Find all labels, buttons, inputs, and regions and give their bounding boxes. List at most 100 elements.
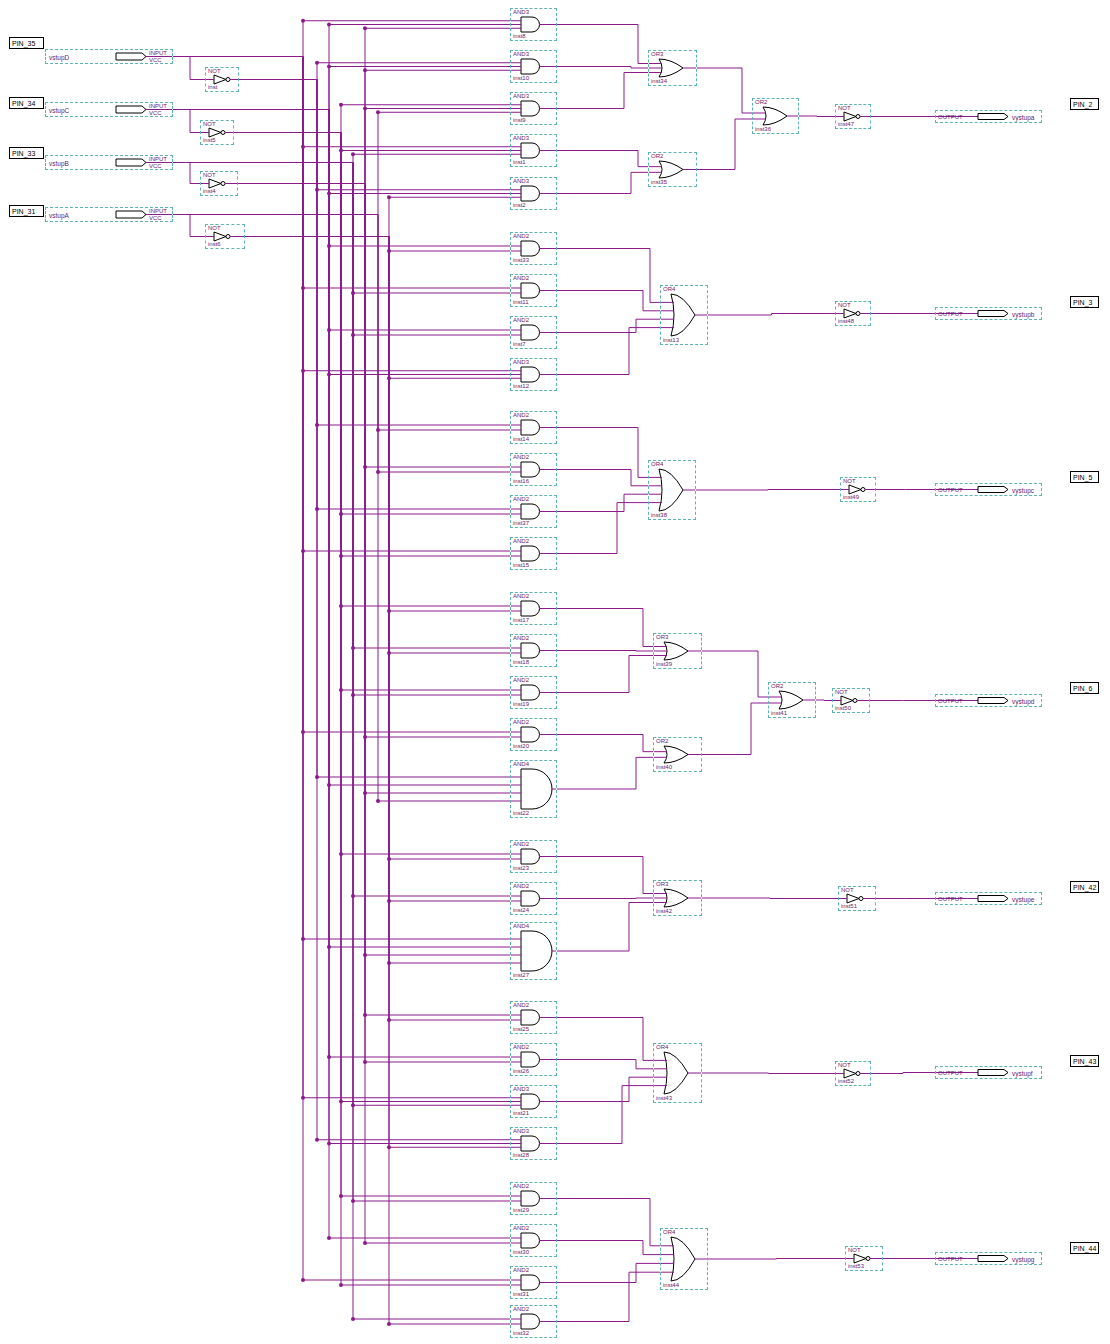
not-gate: NOTinst53: [845, 1246, 883, 1271]
wire: [173, 57, 510, 1281]
instance-name: inst13: [663, 337, 679, 344]
instance-name: inst22: [513, 810, 529, 817]
junction-dot: [301, 1278, 305, 1282]
junction-dot: [387, 857, 391, 861]
wire: [557, 1272, 660, 1321]
wire: [876, 898, 935, 899]
wire: [173, 110, 510, 375]
instance-name: inst25: [513, 1026, 529, 1033]
junction-dot: [363, 68, 367, 72]
signal-name: vstupA: [49, 212, 69, 219]
signal-name: vstupB: [49, 160, 69, 167]
or-gate: OR2inst41: [768, 682, 816, 718]
junction-dot: [327, 945, 331, 949]
pin-name: PIN_35: [12, 39, 35, 48]
gate-type: AND4: [513, 761, 529, 768]
junction-dot: [351, 1103, 355, 1107]
junction-dot: [339, 103, 343, 107]
wire: [239, 80, 510, 190]
port-type: INPUT: [149, 103, 167, 110]
gate-type: NOT: [841, 887, 854, 894]
wire: [876, 489, 935, 490]
junction-dot: [339, 512, 343, 516]
wire: [238, 184, 510, 794]
junction-dot: [363, 107, 367, 111]
instance-name: inst43: [656, 1095, 672, 1102]
wire: [245, 237, 510, 379]
and-gate: AND2inst15: [510, 537, 557, 570]
gate-type: OR3: [651, 51, 663, 58]
wire: [234, 133, 510, 1197]
and-gate: AND2inst33: [510, 232, 557, 265]
junction-dot: [315, 188, 319, 192]
junction-dot: [351, 291, 355, 295]
instance-name: inst14: [513, 436, 529, 443]
gate-type: AND3: [513, 9, 529, 16]
gate-type: OR2: [755, 99, 767, 106]
instance-name: inst4: [203, 188, 216, 195]
port-default: VCC: [149, 215, 162, 222]
signal-name: vystupa: [1012, 114, 1034, 121]
wire: [557, 650, 653, 652]
or-gate: OR3inst34: [648, 50, 697, 86]
pin-box: PIN_43: [1070, 1055, 1099, 1067]
instance-name: inst32: [513, 1330, 529, 1337]
wire: [238, 28, 510, 183]
not-gate: NOTinst5: [200, 120, 234, 145]
junction-dot: [327, 1055, 331, 1059]
instance-name: inst10: [513, 75, 529, 82]
junction-dot: [351, 1317, 355, 1321]
output-port: OUTPUTvystupe: [935, 892, 1042, 905]
instance-name: inst41: [771, 710, 787, 717]
and-gate: AND2inst32: [510, 1305, 557, 1338]
instance-name: inst1: [513, 159, 526, 166]
pin-box: PIN_2: [1070, 98, 1099, 110]
wire: [799, 116, 835, 118]
or-gate: OR4inst43: [653, 1043, 702, 1103]
output-port: OUTPUTvystupd: [935, 694, 1042, 707]
gate-type: NOT: [208, 225, 221, 232]
pin-box: PIN_3: [1070, 296, 1099, 308]
instance-name: inst38: [651, 512, 667, 519]
wire: [173, 110, 510, 1144]
not-gate: NOTinst6: [205, 224, 245, 249]
gate-type: NOT: [838, 1062, 851, 1069]
wire: [871, 1073, 935, 1074]
gate-type: OR4: [663, 1229, 675, 1236]
wire: [234, 133, 510, 691]
pin-box: PIN_6: [1070, 682, 1099, 694]
and-gate: AND2inst25: [510, 1001, 557, 1034]
junction-dot: [327, 328, 331, 332]
wire: [697, 68, 752, 113]
signal-name: vstupD: [49, 54, 69, 61]
not-gate: NOTinst49: [840, 477, 876, 502]
port-type: OUTPUT: [938, 1256, 963, 1263]
and-gate: AND2inst19: [510, 676, 557, 709]
junction-dot: [387, 1145, 391, 1149]
wire: [238, 184, 510, 956]
wire: [239, 63, 510, 80]
wire: [173, 57, 510, 371]
pin-name: PIN_42: [1073, 883, 1096, 892]
input-port: vstupBINPUTVCC: [45, 155, 173, 170]
or-gate: OR3inst39: [653, 633, 702, 669]
port-type: OUTPUT: [938, 1070, 963, 1077]
gate-type: NOT: [843, 478, 856, 485]
junction-dot: [363, 465, 367, 469]
port-type: INPUT: [149, 50, 167, 57]
junction-dot: [376, 428, 380, 432]
and-symbol: [511, 923, 556, 979]
and-gate: AND3inst8: [510, 8, 557, 41]
wire: [557, 757, 653, 789]
gate-type: AND2: [513, 883, 529, 890]
gate-type: AND2: [513, 841, 529, 848]
gate-type: AND3: [513, 51, 529, 58]
wire: [234, 133, 510, 151]
wire: [702, 898, 838, 900]
junction-dot: [301, 369, 305, 373]
junction-dot: [351, 152, 355, 156]
instance-name: inst27: [513, 972, 529, 979]
not-gate: NOTinst: [205, 67, 239, 92]
gate-type: AND2: [513, 1267, 529, 1274]
